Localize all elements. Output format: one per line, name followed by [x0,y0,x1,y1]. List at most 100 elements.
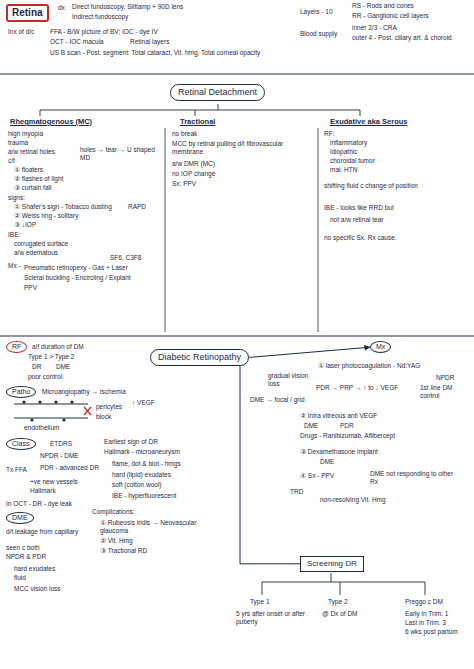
text: pericytes [96,403,122,410]
note-text: c/f [8,157,15,165]
text: not a/w retinal tear [330,216,383,223]
text: no specific Sx. Rx cause. [324,234,397,241]
text: MCC by retinal pulling d/t fibrovascular… [172,140,283,155]
circled-tag: Mx [370,341,391,353]
note-text: ② Vit. Hmg [100,537,133,545]
note-text: PDR → PRP → ↑ to ↓ VEGF [316,384,398,392]
text: Mx [376,343,385,350]
text: Blood supply [300,30,337,37]
note-text: IBE - looks like RRD but [324,204,394,212]
note-text: shifting fluid c change of position [324,182,464,190]
text: TRD [290,488,303,495]
note-text: a/f duration of DM [32,343,84,351]
text: block [96,413,111,420]
note-text: Complications: [92,508,135,516]
text: Last in Trim. 3 [405,619,446,626]
note-text: ④ Sx - PPV [300,472,334,480]
text: idiopathic [330,148,357,155]
text: Class [12,440,30,447]
column-heading: Exudative aka Serous [330,118,408,126]
text: fluid [14,574,26,581]
text: 5 yrs after onset or after puberty [236,610,305,625]
text: signs: [8,194,25,201]
text: Retina [12,7,43,18]
note-text: ↑ VEGF [132,399,155,407]
note-text: Layers - 10 [300,8,333,16]
note-text: trauma [8,139,28,147]
text: a/w retinal holes [8,148,55,155]
text: Inx of d/c [8,28,34,35]
note-text: inner 2/3 - CRA [352,24,397,32]
text: RF: [324,130,334,137]
text: Indirect fundoscopy [72,13,128,20]
note-text: Retinal layers [130,38,169,46]
note-text: Blood supply [300,30,337,38]
topic-box: Screening DR [300,556,364,572]
text: Complications: [92,508,135,515]
connector [249,347,370,357]
text: RAPD [128,203,146,210]
note-text: poor control [28,373,62,381]
text: Layers - 10 [300,8,333,15]
note-text: MCC vision loss [14,585,61,593]
text: trauma [8,139,28,146]
text: ↑ VEGF [132,399,155,406]
note-text: dx [58,4,65,12]
note-text: DR [32,363,41,371]
note-text: TRD [290,488,303,496]
note-text: ② flashes of light [14,175,63,183]
tree-lines [40,104,360,116]
note-text: choroidal tumor [330,157,375,165]
text: ① floaters [14,166,43,173]
topic-cloud: Diabetic Retinopathy [150,349,249,366]
text: ① Shafer's sign - Tobacco dusting [14,203,112,210]
text: ④ Sx - PPV [300,472,334,479]
note-text: PDR - advanced DR [40,464,99,472]
text: DME not responding to other Rx [370,470,453,485]
note-text: +ve new vessels [30,478,78,486]
text: high myopia [8,130,43,137]
text: ③ ↓IOP [14,221,36,228]
note-text: seen c both [6,544,40,552]
text: Type 1 [250,598,270,605]
text: Preggo c DM [405,598,443,605]
note-text: DME not responding to other Rx [370,470,460,486]
text: a/f duration of DM [32,343,84,350]
text: OCT - IOC macula [50,38,104,45]
note-text: a/w edematous [14,249,58,257]
text: In OCT - DR - dye leak [6,500,72,507]
note-text: ② Intra vitreous anti VEGF [300,412,377,420]
text: soft (cotton wool) [112,481,162,488]
text: Earliest sign of DR [104,438,158,445]
note-text: MCC by retinal pulling d/t fibrovascular… [172,140,312,156]
note-text: ① floaters [14,166,43,174]
text: ETDRS [50,440,72,447]
tree-lines [262,573,425,595]
text: ③ curtain fall [14,184,51,191]
note-text: 1st line DM control [420,384,468,400]
note-text: Indirect fundoscopy [72,13,128,21]
note-text: mal. HTN [330,166,357,174]
note-text: RF: [324,130,334,138]
text: DME [304,422,318,429]
note-text: corrugated surface [14,240,68,248]
note-text: Hallmark - microaneurysm [104,448,180,456]
topic-box: Retina [6,4,49,22]
text: Tx FFA [6,466,27,473]
text: IBE: [8,231,20,238]
text: Diabetic Retinopathy [158,352,241,362]
text: NPDR - DME [40,452,79,459]
text: gradual vision loss [268,372,308,387]
note-text: IBE: [8,231,20,239]
note-text: Type 1 > Type 2 [28,353,74,361]
divider-line [0,74,474,75]
note-text: Sx: PPV [172,180,196,188]
note-text: Hallmark [30,487,56,495]
note-text: ③ ↓IOP [14,221,36,229]
note-text: a/w DMR (MC) [172,160,215,168]
note-text: not a/w retinal tear [330,216,383,224]
text: Patho [12,388,30,395]
text: Rhegmatogenous (MC) [10,117,92,126]
note-text: DME [56,363,70,371]
text: MCC vision loss [14,585,61,592]
